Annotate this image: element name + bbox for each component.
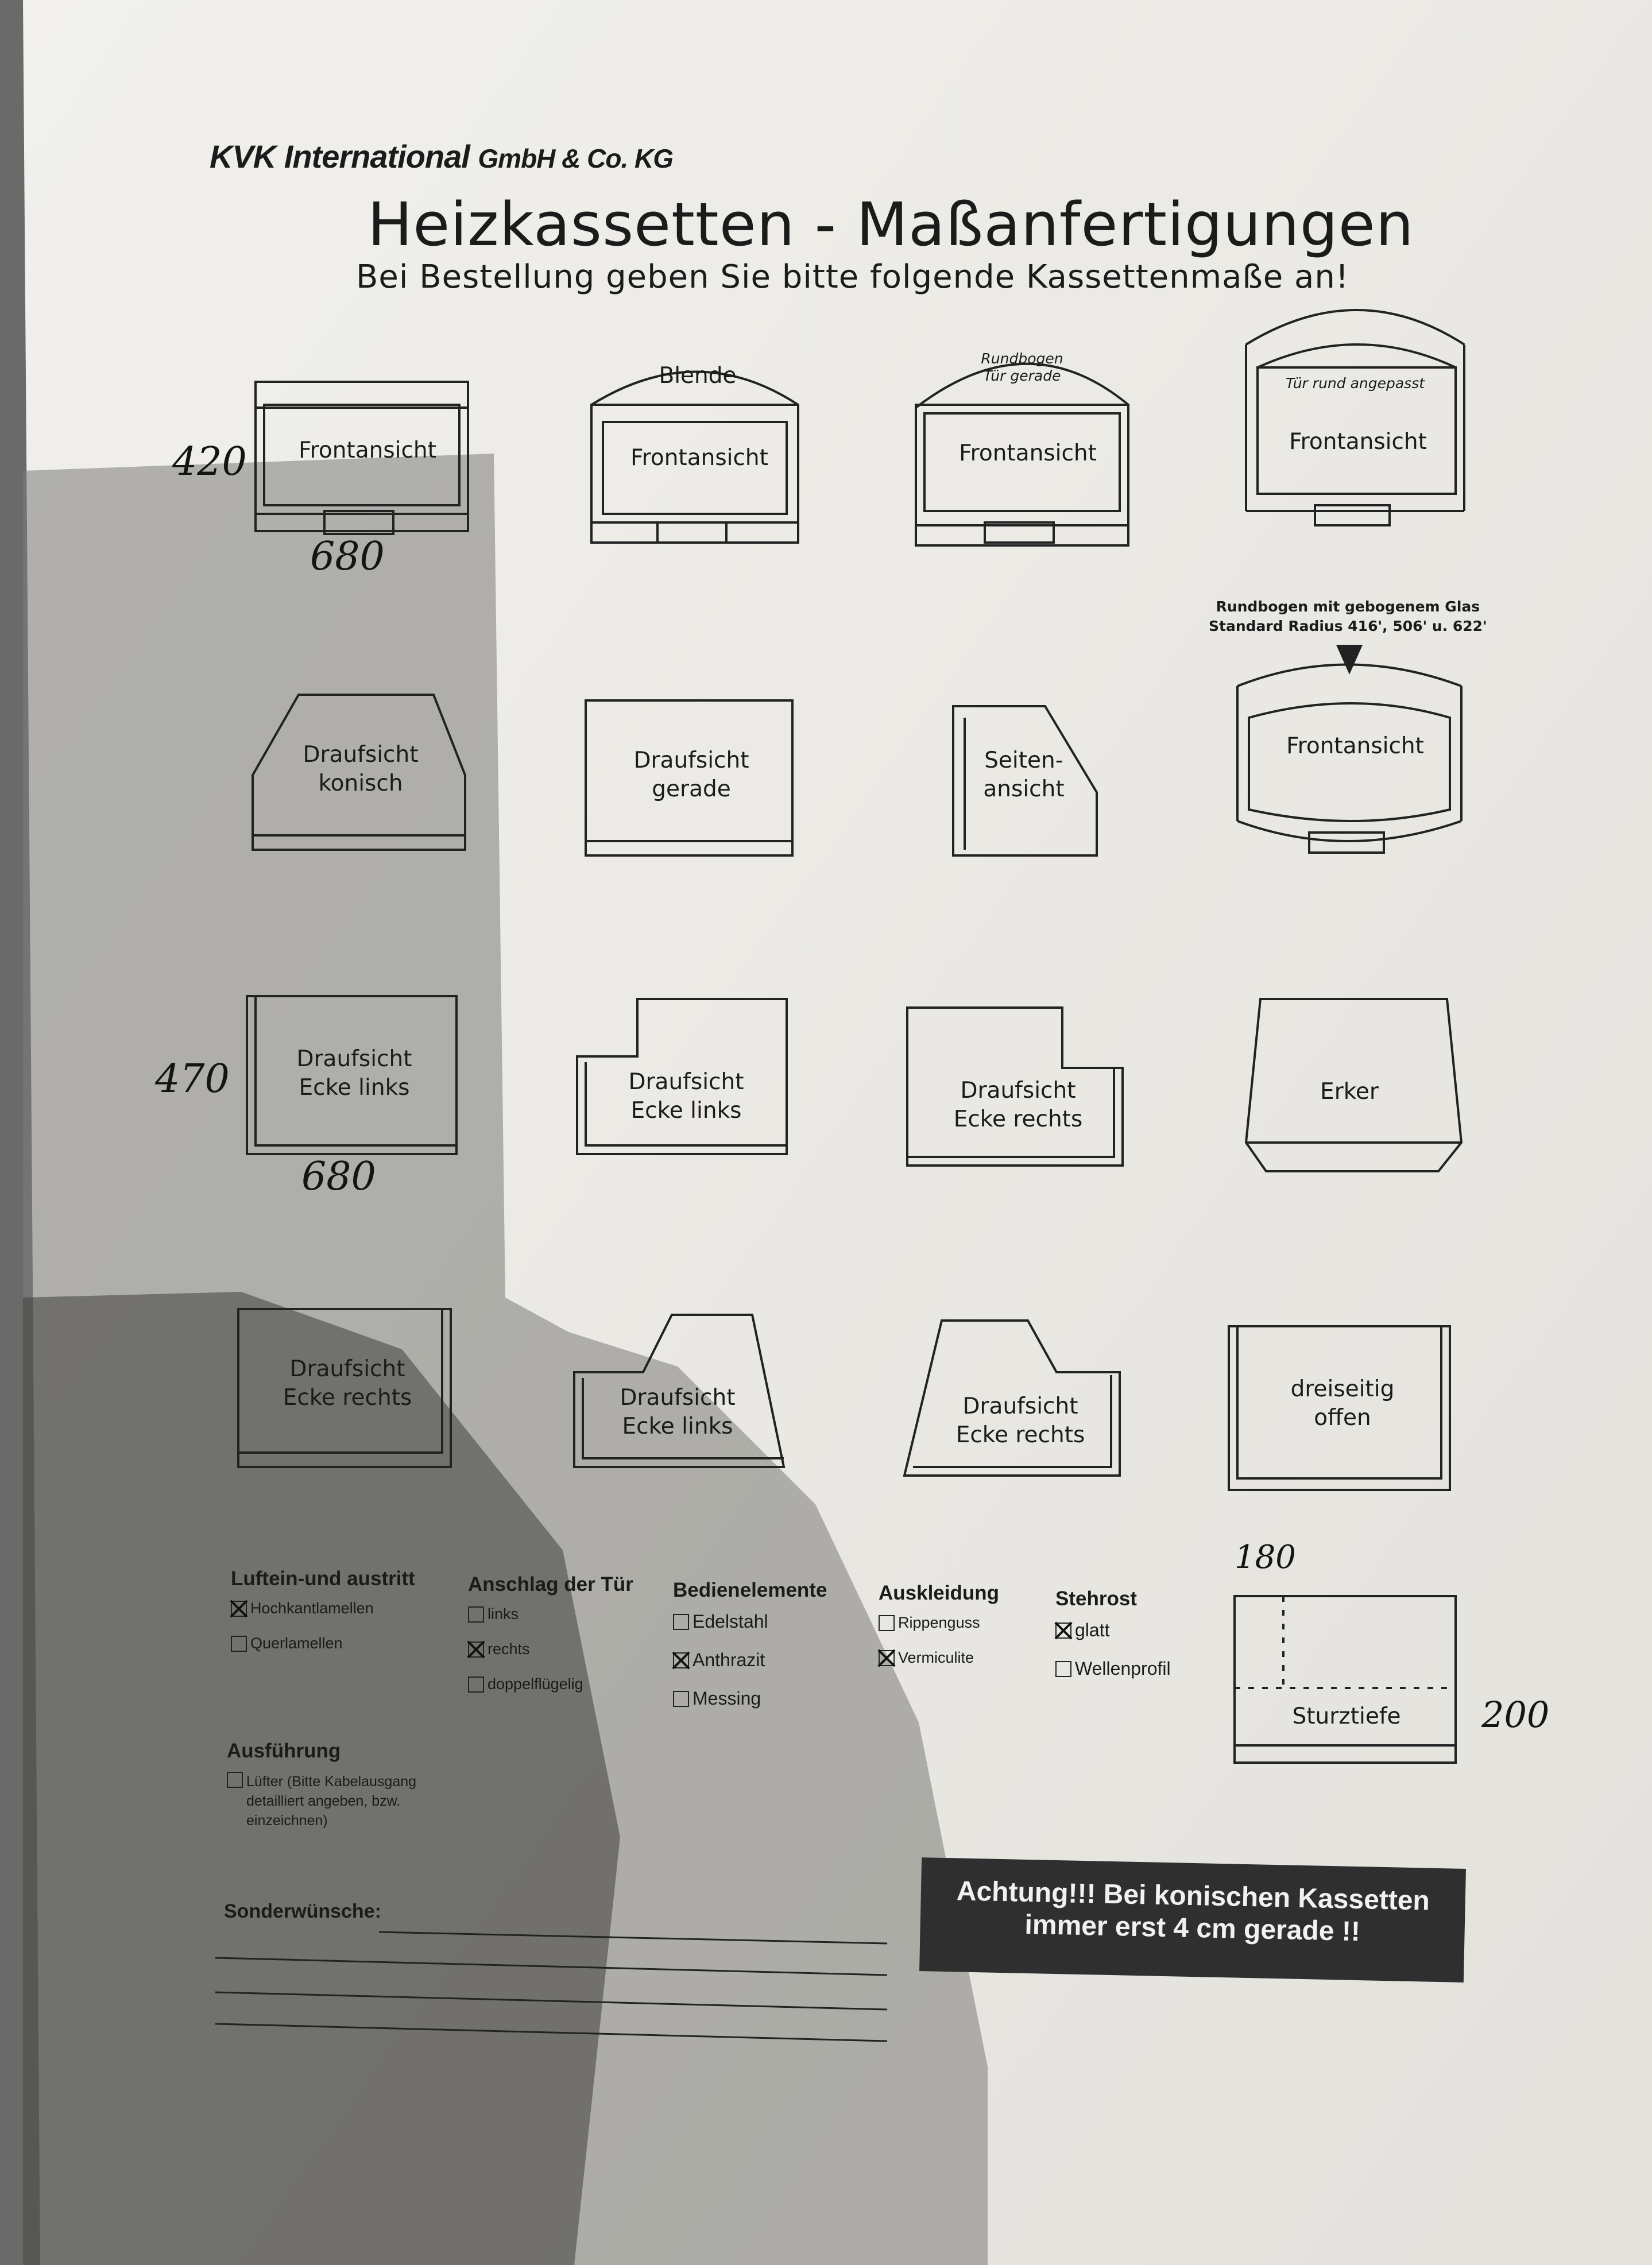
option-group-auskleidung: Auskleidung Rippenguss Vermiculite — [879, 1582, 999, 1684]
handwritten-width-front: 680 — [310, 534, 385, 579]
warning-box: Achtung!!! Bei konischen Kassetten immer… — [919, 1857, 1466, 1983]
auskleidung-title: Auskleidung — [879, 1582, 1000, 1604]
handwritten-sturz-width: 180 — [1235, 1539, 1296, 1576]
checkbox[interactable] — [231, 1635, 247, 1652]
checkbox[interactable] — [879, 1614, 895, 1631]
checkbox[interactable] — [1055, 1660, 1071, 1677]
label-erker: Erker — [1320, 1079, 1379, 1105]
checkbox-checked[interactable] — [673, 1652, 689, 1668]
label-blende: Blende — [659, 363, 737, 389]
label-frontansicht-3: Frontansicht — [959, 440, 1097, 466]
option-luefter[interactable]: Lüfter (Bitte Kabelausgang detailliert a… — [227, 1772, 465, 1830]
option-links[interactable]: links — [468, 1605, 633, 1623]
checkbox-checked[interactable] — [1055, 1622, 1071, 1639]
label-frontansicht-4: Frontansicht — [1289, 429, 1427, 455]
checkbox-checked[interactable] — [468, 1641, 484, 1658]
checkbox[interactable] — [673, 1613, 689, 1630]
diagram-sturztiefe — [1233, 1595, 1457, 1764]
page-title: Heizkassetten - Maßanfertigungen — [367, 189, 1414, 260]
option-hochkantlamellen[interactable]: Hochkantlamellen — [231, 1600, 415, 1617]
hand-shadow — [23, 454, 988, 2265]
label-frontansicht-5: Frontansicht — [1286, 733, 1424, 759]
checkbox-checked[interactable] — [231, 1600, 247, 1617]
option-rippenguss[interactable]: Rippenguss — [879, 1614, 999, 1632]
option-group-ausfuehrung: Ausführung Lüfter (Bitte Kabelausgang de… — [227, 1740, 465, 1848]
option-rechts[interactable]: rechts — [468, 1640, 633, 1658]
option-anthrazit[interactable]: Anthrazit — [673, 1650, 827, 1671]
bedien-title: Bedienelemente — [673, 1579, 827, 1601]
checkbox[interactable] — [468, 1676, 484, 1693]
label-frontansicht-1: Frontansicht — [299, 437, 436, 463]
label-seitenansicht: Seiten-ansicht — [983, 748, 1065, 802]
option-wellenprofil[interactable]: Wellenprofil — [1055, 1658, 1171, 1679]
option-group-stehrost: Stehrost glatt Wellenprofil — [1055, 1588, 1171, 1697]
option-group-bedien: Bedienelemente Edelstahl Anthrazit Messi… — [673, 1579, 827, 1726]
checkbox-checked[interactable] — [879, 1650, 895, 1666]
checkbox[interactable] — [468, 1606, 484, 1623]
sonderwuensche-lines — [215, 1931, 888, 2042]
label-frontansicht-2: Frontansicht — [630, 445, 768, 471]
sonderwuensche-label: Sonderwünsche: — [224, 1900, 381, 1922]
company-name: KVK International GmbH & Co. KG — [210, 138, 674, 175]
option-doppelfluegelig[interactable]: doppelflügelig — [468, 1675, 633, 1693]
page-subtitle: Bei Bestellung geben Sie bitte folgende … — [356, 258, 1349, 296]
label-tuer-rund: Tür rund angepasst — [1285, 375, 1425, 392]
diagram-frontansicht-4 — [1245, 309, 1465, 526]
checkbox[interactable] — [673, 1690, 689, 1707]
handwritten-height-corner: 470 — [155, 1056, 230, 1102]
option-vermiculite[interactable]: Vermiculite — [879, 1649, 999, 1667]
option-messing[interactable]: Messing — [673, 1688, 827, 1709]
option-edelstahl[interactable]: Edelstahl — [673, 1611, 827, 1632]
handwritten-height-front: 420 — [172, 439, 247, 485]
handwritten-width-corner: 680 — [301, 1154, 376, 1199]
ausfuehrung-title: Ausführung — [227, 1740, 341, 1762]
option-group-luft: Luftein-und austritt Hochkantlamellen Qu… — [231, 1567, 415, 1670]
option-group-anschlag: Anschlag der Tür links rechts doppelflüg… — [468, 1573, 633, 1710]
anschlag-title: Anschlag der Tür — [468, 1573, 633, 1596]
option-glatt[interactable]: glatt — [1055, 1620, 1171, 1641]
luft-title: Luftein-und austritt — [231, 1567, 415, 1590]
option-querlamellen[interactable]: Querlamellen — [231, 1635, 415, 1652]
checkbox[interactable] — [227, 1772, 243, 1788]
handwritten-sturz-height: 200 — [1481, 1694, 1550, 1736]
stehrost-title: Stehrost — [1055, 1588, 1137, 1610]
label-sturztiefe: Sturztiefe — [1292, 1703, 1401, 1729]
